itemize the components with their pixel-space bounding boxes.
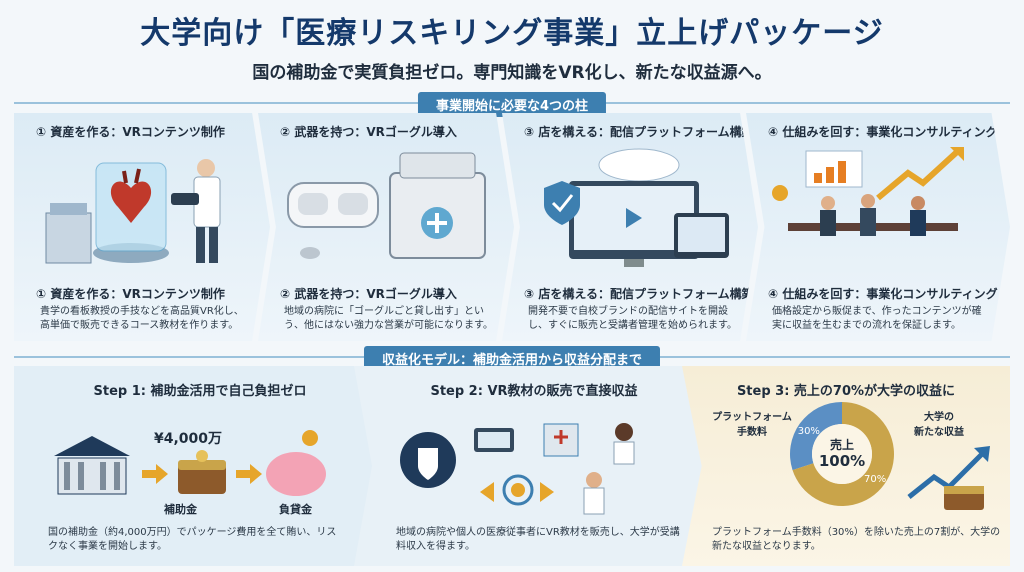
donut-slice-2 [792,402,894,506]
pillar-card: ③ 店を構える：配信プラットフォーム構築 ③ 店を構える：配信プラットフォーム構… [502,113,758,341]
pillar-subheading: ② 武器を持つ：VRゴーグル導入 [280,287,457,301]
pillar-description: 貴学の看板教授の手技などを高品質VR化し、高単価で販売できるコース教材を作ります… [40,306,244,331]
page-subtitle: 国の補助金で実質負担ゼロ。専門知識をVR化し、新たな収益源へ。 [252,63,772,83]
pillar-subheading: ① 資産を作る：VRコンテンツ制作 [36,287,225,301]
subsidy-amount: ¥4,000万 [154,431,223,447]
vr-goggle-case-icon [287,152,486,259]
donut-value-label: 70% [864,474,886,485]
donut-value-label: 30% [798,426,820,437]
vr-heart-doctor-icon [45,159,221,264]
donut-slice-1 [790,402,842,471]
donut-center-value: 100% [818,452,866,470]
platform-fee-label: プラットフォーム 手数料 [712,412,792,438]
pillar-description: 価格設定から販促まで、作ったコンテンツが確実に収益を生むまでの流れを保証します。 [772,306,982,331]
consulting-meeting-icon [772,147,964,236]
subsidy-caption: 補助金 [164,503,197,516]
pillar-heading: ② 武器を持つ：VRゴーグル導入 [280,125,457,139]
step-card: Step 3: 売上の70%が大学の収益に プラットフォーム 手数料 大学の 新… [682,366,1010,566]
pillar-description: 開発不要で自校ブランドの配信サイトを開設し、すぐに販売と受講者管理を始められます… [528,306,737,331]
loan-caption: 負貸金 [279,503,312,516]
pillars-section-label: 事業開始に必要な4つの柱 [417,92,607,117]
pillar-heading: ③ 店を構える：配信プラットフォーム構築 [524,125,754,139]
pillar-card: ① 資産を作る：VRコンテンツ制作 ① 資産を作る：VRコンテンツ制作 貴学の看… [14,113,270,341]
step-description: 地域の病院や個人の医療従事者にVR教材を販売し、大学が受講料収入を得ます。 [396,527,680,552]
pillars-section: ① 資産を作る：VRコンテンツ制作 ① 資産を作る：VRコンテンツ制作 貴学の看… [14,113,1010,341]
donut-hole [812,424,872,484]
pillar-description: 地域の病院に「ゴーグルごと貸し出す」という、他にはない強力な営業が可能になります… [284,306,493,331]
pillar-heading: ④ 仕組みを回す：事業化コンサルティング [768,125,998,139]
sales-flow-icon [400,423,635,515]
step-card: Step 2: VR教材の販売で直接収益 地域の病院や個人の医療従事者にVR教材… [354,366,714,566]
cloud-platform-icon [544,148,729,267]
subsidy-flow-icon [54,430,326,496]
step-card: Step 1: 補助金活用で自己負担ゼロ ¥4,000万 補助金 負貸金 国の補… [14,366,386,566]
pillar-card: ④ 仕組みを回す：事業化コンサルティング ④ 仕組みを回す：事業化コンサルティン… [746,113,1010,341]
step-description: 国の補助金（約4,000万円）でパッケージ費用を全て賄い、リスクなく事業を開始し… [48,527,337,552]
pillar-subheading: ③ 店を構える：配信プラットフォーム構築 [524,287,754,301]
revenue-share-donut-chart: 30% 70% [790,402,894,506]
step-description: プラットフォーム手数料（30%）を除いた売上の7割が、大学の新たな収益となります… [712,527,1001,552]
growth-arrow-treasure-icon [907,446,990,510]
university-revenue-label: 大学の 新たな収益 [914,412,964,438]
page-title: 大学向け「医療リスキリング事業」立上げパッケージ [140,16,884,51]
donut-center-label: 売上 [829,438,854,452]
pillar-heading: ① 資産を作る：VRコンテンツ制作 [36,125,225,139]
step-title: Step 3: 売上の70%が大学の収益に [736,384,956,399]
revenue-model-section: Step 1: 補助金活用で自己負担ゼロ ¥4,000万 補助金 負貸金 国の補… [14,366,1010,566]
pillar-subheading: ④ 仕組みを回す：事業化コンサルティング [768,287,998,301]
step-title: Step 2: VR教材の販売で直接収益 [430,384,638,399]
step-title: Step 1: 補助金活用で自己負担ゼロ [93,384,307,399]
pillar-card: ② 武器を持つ：VRゴーグル導入 ② 武器を持つ：VRゴーグル導入 地域の病院に… [258,113,514,341]
